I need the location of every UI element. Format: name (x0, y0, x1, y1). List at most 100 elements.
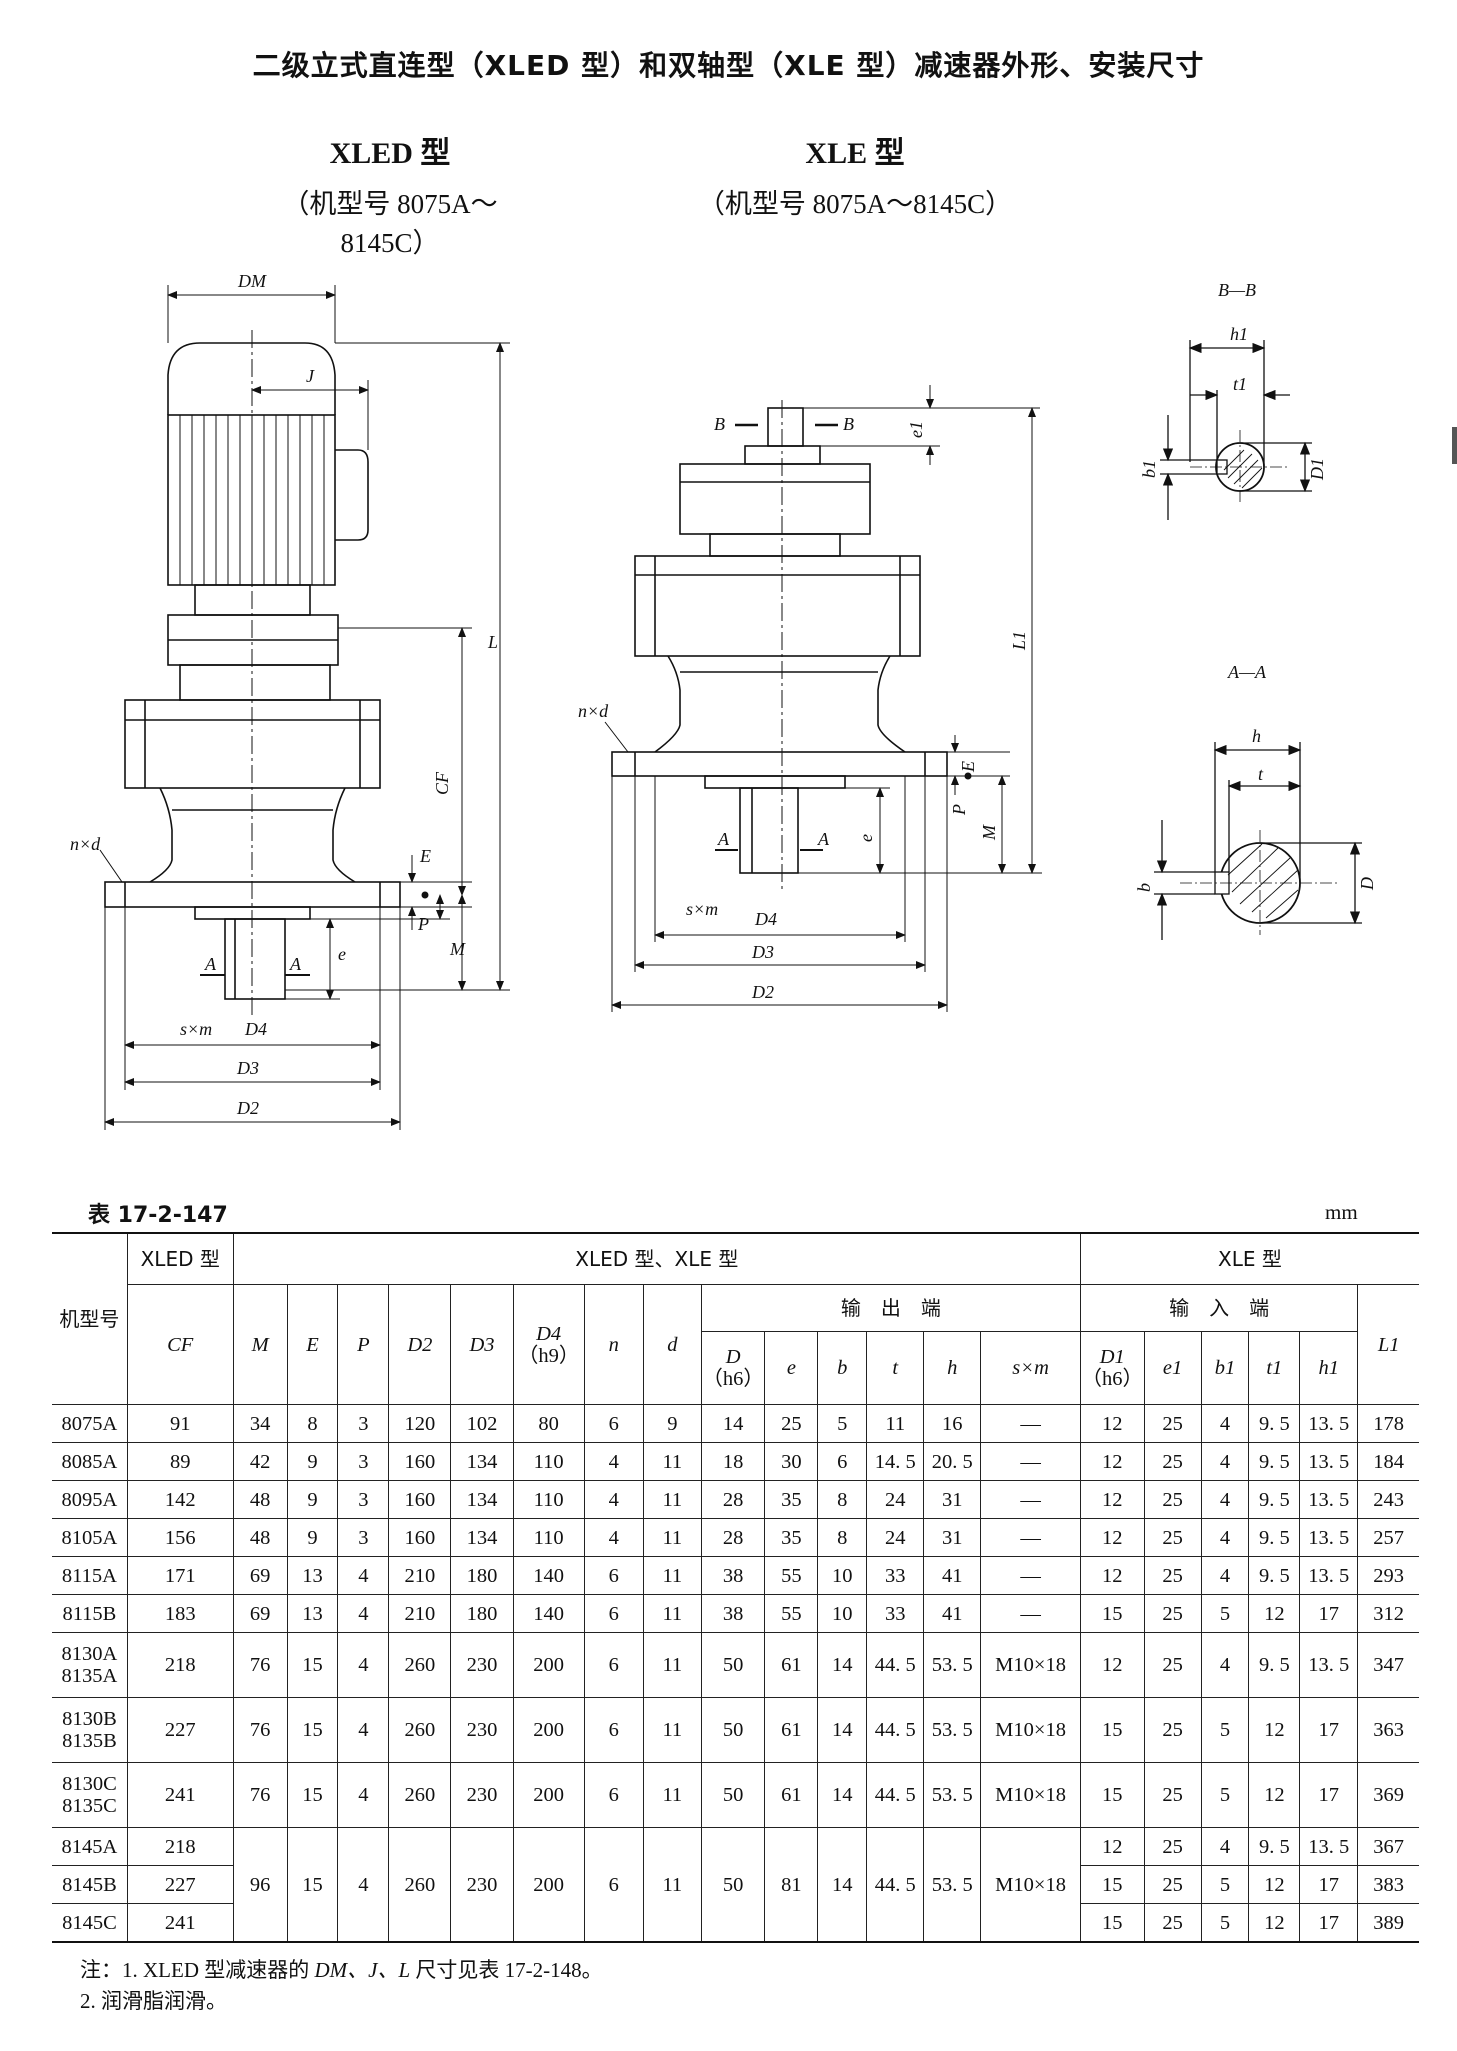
cell-b1: 5 (1200, 1865, 1250, 1904)
label-e-upper: E (419, 846, 431, 866)
cell-ecap: 15 (286, 1697, 339, 1763)
cell-d: 9 (642, 1404, 702, 1443)
cell-b1: 5 (1200, 1594, 1250, 1633)
cell-n: 4 (583, 1442, 644, 1481)
cell-t: 14. 5 (866, 1442, 925, 1481)
label-b-left: B (714, 414, 725, 434)
cell-e: 81 (764, 1827, 819, 1943)
cell-l1: 383 (1357, 1865, 1419, 1904)
cell-l1: 369 (1357, 1762, 1419, 1828)
header-xled: XLED 型 (126, 1232, 234, 1285)
xle-type-name: XLE 型 (805, 137, 905, 170)
cell-d1: 12 (1079, 1556, 1145, 1595)
header-p: P (337, 1284, 390, 1405)
cell-e: 61 (764, 1697, 819, 1763)
section-aa (1154, 742, 1362, 940)
cell-e1: 25 (1143, 1632, 1202, 1698)
cell-sxm: M10×18 (980, 1632, 1081, 1698)
cell-ecap: 9 (286, 1518, 339, 1557)
cell-m: 48 (232, 1480, 288, 1519)
cell-t1: 9. 5 (1248, 1827, 1301, 1866)
cell-D: 28 (700, 1480, 766, 1519)
cell-l1: 312 (1357, 1594, 1419, 1633)
cell-d1: 15 (1079, 1762, 1145, 1828)
cell-model: 8095A (52, 1480, 128, 1519)
label-e1: e1 (906, 421, 926, 438)
cell-n: 6 (583, 1594, 644, 1633)
header-shaft-d: D（h6） (701, 1331, 766, 1405)
cell-t1: 9. 5 (1248, 1404, 1301, 1443)
cell-m: 34 (232, 1404, 288, 1443)
cell-b1: 4 (1200, 1632, 1250, 1698)
label-xle-sxm: s×m (686, 899, 718, 919)
cell-ecap: 9 (286, 1442, 339, 1481)
cell-t: 44. 5 (866, 1827, 925, 1943)
cell-h1: 13. 5 (1299, 1518, 1359, 1557)
cell-n: 6 (583, 1404, 644, 1443)
xled-type-name: XLED 型 (329, 137, 451, 170)
cell-cf: 218 (126, 1632, 234, 1698)
cell-cf: 142 (126, 1480, 234, 1519)
cell-e1: 25 (1143, 1865, 1202, 1904)
cell-b1: 5 (1200, 1697, 1250, 1763)
cell-b: 8 (817, 1518, 868, 1557)
cell-d2: 210 (388, 1556, 452, 1595)
cell-sxm: — (980, 1594, 1081, 1633)
cell-t1: 9. 5 (1248, 1480, 1301, 1519)
cell-t: 24 (866, 1518, 925, 1557)
label-j: J (306, 366, 315, 386)
label-h: h (1252, 726, 1261, 746)
cell-b1: 4 (1200, 1827, 1250, 1866)
cell-d4: 200 (512, 1762, 585, 1828)
header-h: h (923, 1331, 982, 1405)
label-b: b (1134, 883, 1154, 892)
cell-d1: 12 (1079, 1404, 1145, 1443)
cell-t1: 9. 5 (1248, 1442, 1301, 1481)
cell-d4: 140 (512, 1556, 585, 1595)
cell-n: 6 (583, 1827, 644, 1943)
cell-d: 11 (642, 1632, 702, 1698)
cell-d4: 200 (512, 1697, 585, 1763)
cell-e: 55 (764, 1556, 819, 1595)
header-n: n (583, 1284, 644, 1405)
cell-d2: 210 (388, 1594, 452, 1633)
cell-n: 4 (583, 1480, 644, 1519)
cell-h: 20. 5 (923, 1442, 982, 1481)
cell-h1: 13. 5 (1299, 1404, 1359, 1443)
label-xle-d3: D3 (751, 942, 774, 962)
cell-model: 8145C (52, 1903, 128, 1943)
cell-h1: 17 (1299, 1903, 1359, 1943)
cell-D: 38 (700, 1594, 766, 1633)
cell-d: 11 (642, 1556, 702, 1595)
cell-m: 69 (232, 1556, 288, 1595)
cell-sxm: — (980, 1480, 1081, 1519)
cell-model: 8145B (52, 1865, 128, 1904)
cell-d3: 134 (450, 1518, 514, 1557)
cell-h1: 13. 5 (1299, 1556, 1359, 1595)
cell-e1: 25 (1143, 1442, 1202, 1481)
cell-p: 4 (337, 1697, 390, 1763)
cell-n: 6 (583, 1762, 644, 1828)
cell-d: 11 (642, 1697, 702, 1763)
cell-e: 61 (764, 1762, 819, 1828)
cell-t: 44. 5 (866, 1632, 925, 1698)
page-edge-marker (1452, 427, 1457, 464)
cell-d2: 260 (388, 1827, 452, 1943)
cell-b: 14 (817, 1697, 868, 1763)
cell-n: 4 (583, 1518, 644, 1557)
cell-d3: 230 (450, 1697, 514, 1763)
cell-m: 48 (232, 1518, 288, 1557)
cell-cf: 183 (126, 1594, 234, 1633)
header-e: e (764, 1331, 819, 1405)
cell-h1: 17 (1299, 1865, 1359, 1904)
cell-e: 35 (764, 1518, 819, 1557)
cell-h: 41 (923, 1594, 982, 1633)
cell-cf: 241 (126, 1762, 234, 1828)
label-xle-a-left: A (717, 829, 730, 849)
cell-sxm: M10×18 (980, 1697, 1081, 1763)
cell-d4: 80 (512, 1404, 585, 1443)
